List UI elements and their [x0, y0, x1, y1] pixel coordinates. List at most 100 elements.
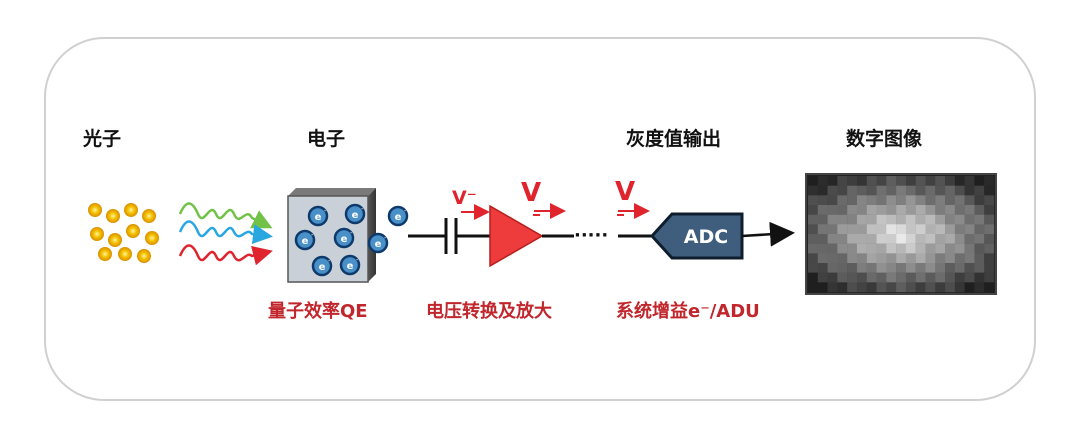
svg-text:e: e [302, 236, 309, 247]
image-pixel [915, 195, 926, 206]
image-pixel [847, 195, 858, 206]
image-pixel [925, 195, 936, 206]
digital-image-grid [808, 176, 995, 293]
image-pixel [896, 243, 907, 254]
image-pixel [935, 253, 946, 264]
electrons: e- e- e- e- e- e- e- e- [294, 203, 409, 277]
image-pixel [808, 195, 818, 206]
image-pixel [974, 185, 985, 196]
image-pixel [847, 282, 858, 293]
svg-text:e: e [319, 262, 326, 273]
image-pixel [925, 243, 936, 254]
image-pixel [984, 185, 995, 196]
image-pixel [974, 243, 985, 254]
image-pixel [817, 234, 828, 244]
image-pixel [964, 234, 975, 244]
image-pixel [954, 195, 965, 206]
image-pixel [837, 243, 848, 254]
image-pixel [984, 243, 995, 254]
photon [106, 209, 120, 223]
caption-voltage-amplify: 电压转换及放大 [426, 301, 552, 322]
image-pixel [866, 234, 877, 244]
image-pixel [876, 214, 887, 225]
image-pixel [817, 195, 828, 206]
image-pixel [945, 243, 956, 254]
electron: e- [333, 227, 355, 249]
image-pixel [964, 282, 975, 293]
image-pixel [847, 176, 858, 186]
image-pixel [866, 253, 877, 264]
image-pixel [984, 263, 995, 273]
electron: e- [387, 205, 409, 227]
image-pixel [925, 185, 936, 196]
image-pixel [866, 224, 877, 235]
image-pixel [866, 272, 877, 283]
image-pixel [984, 176, 995, 186]
image-pixel [817, 282, 828, 293]
photon [108, 233, 122, 247]
svg-text:-: - [404, 207, 407, 215]
image-pixel [925, 224, 936, 235]
image-pixel [974, 205, 985, 215]
image-pixel [847, 253, 858, 264]
image-pixel [896, 176, 907, 186]
image-pixel [856, 185, 867, 196]
image-pixel [837, 263, 848, 273]
image-pixel [974, 253, 985, 264]
image-pixel [954, 234, 965, 244]
image-pixel [905, 185, 916, 196]
image-pixel [866, 282, 877, 293]
electron: e- [339, 254, 361, 276]
image-pixel [808, 224, 818, 235]
image-pixel [915, 243, 926, 254]
image-pixel [935, 282, 946, 293]
image-pixel [886, 234, 897, 244]
image-pixel [856, 272, 867, 283]
image-pixel [856, 243, 867, 254]
image-pixel [847, 185, 858, 196]
wave-red [178, 244, 273, 266]
image-pixel [817, 263, 828, 273]
svg-text:e: e [395, 212, 402, 223]
image-pixel [915, 224, 926, 235]
photon [137, 249, 151, 263]
svg-text:-: - [361, 205, 364, 213]
image-pixel [866, 263, 877, 273]
image-pixel [808, 282, 818, 293]
image-pixel [808, 243, 818, 254]
image-pixel [954, 185, 965, 196]
image-pixel [856, 195, 867, 206]
image-pixel [954, 205, 965, 215]
image-pixel [827, 253, 838, 264]
image-pixel [837, 214, 848, 225]
image-pixel [945, 253, 956, 264]
image-pixel [935, 243, 946, 254]
image-pixel [817, 253, 828, 264]
image-pixel [954, 224, 965, 235]
photon [142, 209, 156, 223]
image-pixel [876, 253, 887, 264]
image-pixel [984, 253, 995, 264]
image-pixel [817, 243, 828, 254]
heading-grayscale-output: 灰度值输出 [626, 128, 722, 150]
light-waves [178, 202, 273, 266]
image-pixel [905, 263, 916, 273]
output-voltage-label: V [615, 177, 635, 207]
image-pixel [856, 282, 867, 293]
image-pixel [945, 176, 956, 186]
wave-green [178, 202, 273, 229]
image-pixel [866, 205, 877, 215]
image-pixel [827, 243, 838, 254]
image-pixel [876, 263, 887, 273]
image-pixel [964, 253, 975, 264]
image-pixel [954, 243, 965, 254]
image-pixel [964, 263, 975, 273]
image-pixel [847, 205, 858, 215]
image-pixel [984, 272, 995, 283]
image-pixel [896, 205, 907, 215]
photon [98, 247, 112, 261]
image-pixel [808, 176, 818, 186]
image-pixel [974, 195, 985, 206]
image-pixel [935, 195, 946, 206]
